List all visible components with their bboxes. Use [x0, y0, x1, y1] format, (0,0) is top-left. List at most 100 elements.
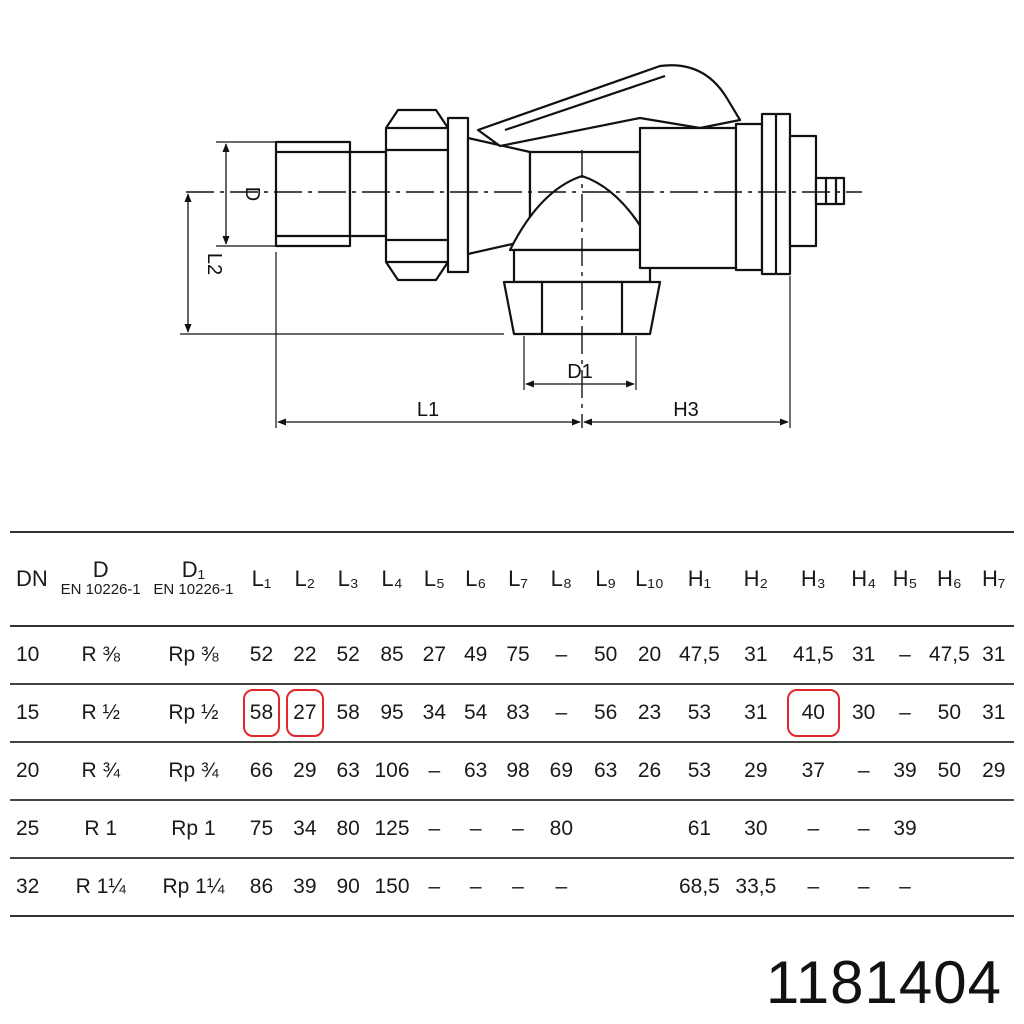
table-cell: Rp 1 — [147, 800, 240, 859]
right-body — [638, 126, 738, 270]
column-header: H₇ — [973, 532, 1014, 627]
part-number: 1181404 — [765, 949, 1002, 1016]
table-cell: 50 — [925, 742, 974, 801]
table-cell: 95 — [369, 684, 415, 743]
table-cell: Rp 1¼ — [162, 875, 225, 898]
column-header-label: L₈ — [550, 566, 572, 591]
table-cell: 39 — [884, 800, 926, 859]
table-cell: 22 — [283, 626, 327, 685]
table-cell: 54 — [454, 684, 497, 743]
table-cell: 66 — [239, 742, 284, 801]
table-cell: 47,5 — [925, 626, 974, 685]
table-cell: Rp ¾ — [147, 742, 240, 801]
table-cell: 29 — [727, 742, 785, 801]
table-cell: 27 — [414, 626, 455, 685]
column-header: H₃ — [784, 532, 843, 627]
column-header-standard: EN 10226-1 — [60, 581, 141, 598]
inlet-connector — [348, 150, 388, 238]
table-cell: 50 — [925, 684, 974, 743]
column-header-label: H₇ — [982, 566, 1006, 591]
table-cell: 80 — [326, 800, 370, 859]
table-cell: 75 — [496, 626, 540, 685]
column-header-label: L₇ — [508, 566, 528, 591]
column-header-label: DN — [16, 566, 48, 591]
column-header-label: L₄ — [381, 566, 403, 591]
column-header-label: H₆ — [936, 566, 962, 591]
column-header-label: H₁ — [687, 566, 712, 591]
table-cell: – — [784, 800, 843, 859]
table-cell: – — [496, 800, 540, 859]
column-header: L₉ — [583, 532, 628, 627]
table-cell: 15 — [10, 684, 55, 743]
column-header-label: L₃ — [337, 566, 359, 591]
table-cell: 34 — [414, 684, 455, 743]
column-header-label: L₆ — [465, 566, 487, 591]
table-cell — [583, 800, 628, 859]
table-cell: 30 — [842, 684, 885, 743]
table-cell: 50 — [583, 626, 628, 685]
table-cell: 39 — [293, 875, 317, 898]
cap-nut — [788, 134, 818, 248]
table-cell: – — [807, 875, 820, 898]
table-cell: 31 — [727, 684, 785, 743]
column-header-label: L₂ — [294, 566, 316, 591]
table-cell: – — [414, 800, 455, 859]
table-cell: 80 — [539, 800, 584, 859]
column-header-label: D — [92, 557, 109, 582]
table-cell: – — [857, 875, 870, 898]
column-header: L₃ — [326, 532, 370, 627]
table-cell: – — [414, 742, 455, 801]
table-cell: 31 — [973, 626, 1014, 685]
table-cell: 29 — [973, 742, 1014, 801]
table-cell: 58 — [326, 684, 370, 743]
table-cell — [973, 800, 1014, 859]
table-cell: 34 — [283, 800, 327, 859]
column-header: L₁₀ — [627, 532, 672, 627]
table-cell: 31 — [842, 626, 885, 685]
table-cell: – — [899, 875, 911, 898]
collar — [446, 116, 470, 274]
label-d1: D1 — [567, 361, 593, 383]
table-cell: 52 — [326, 626, 370, 685]
valve-technical-drawing: D L2 D1 L1 H3 — [180, 64, 862, 428]
column-header: L₄ — [369, 532, 415, 627]
table-cell: 83 — [496, 684, 540, 743]
table-cell: 53 — [671, 684, 728, 743]
table-cell: 56 — [583, 684, 628, 743]
table-cell: 29 — [283, 742, 327, 801]
table-cell: 25 — [10, 800, 55, 859]
table-cell: 30 — [727, 800, 785, 859]
column-header: L₈ — [539, 532, 584, 627]
label-h3: H3 — [673, 399, 699, 421]
table-cell: 20 — [10, 742, 55, 801]
column-header: H₄ — [842, 532, 885, 627]
table-cell: R 1¼ — [75, 875, 126, 898]
column-header-label: H₃ — [800, 566, 826, 591]
table-cell: 39 — [884, 742, 926, 801]
table-cell: 69 — [539, 742, 584, 801]
table-cell: 53 — [671, 742, 728, 801]
table-cell: 52 — [239, 626, 284, 685]
highlighted-cell: 58 — [239, 684, 284, 743]
column-header: H₁ — [671, 532, 728, 627]
table-cell: 106 — [369, 742, 415, 801]
table-cell — [925, 858, 973, 916]
threaded-inlet — [274, 140, 352, 248]
table-cell: 90 — [336, 875, 360, 898]
table-cell: 49 — [454, 626, 497, 685]
table-cell: 85 — [369, 626, 415, 685]
table-cell: 41,5 — [784, 626, 843, 685]
column-header: L₇ — [496, 532, 540, 627]
table-cell: 20 — [627, 626, 672, 685]
union-nut — [384, 108, 450, 282]
table-cell: R ½ — [54, 684, 148, 743]
column-header: H₆ — [925, 532, 974, 627]
table-cell: 10 — [10, 626, 55, 685]
table-cell: – — [884, 684, 926, 743]
